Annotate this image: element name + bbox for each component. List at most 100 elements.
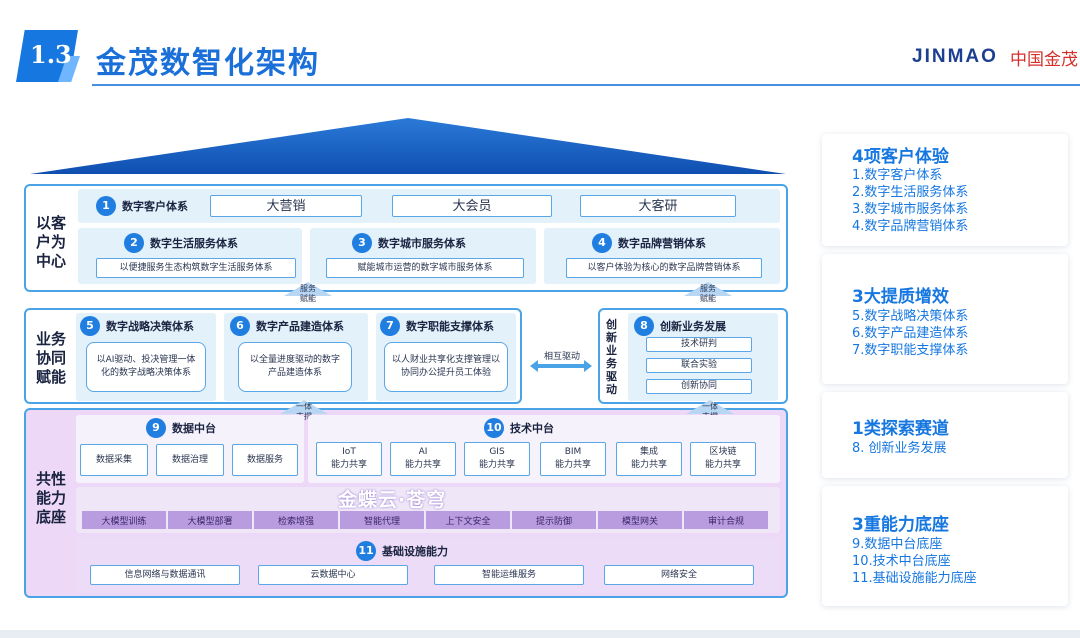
mutual-drive-arrow-icon — [530, 360, 592, 372]
panel-9-title-text: 数据中台 — [172, 422, 216, 435]
panel-4-title: 4 数字品牌营销体系 — [592, 233, 706, 253]
tech-capability-sub: 能力共享 — [554, 460, 591, 470]
tech-capability-sub: 能力共享 — [630, 460, 667, 470]
panel-4-title-text: 数字品牌营销体系 — [618, 237, 706, 250]
arrow-text: 服务 — [300, 284, 316, 293]
panel-7-title: 7 数字职能支撑体系 — [380, 316, 494, 336]
jinmao-logo-cn: 中国金茂 — [1010, 50, 1078, 70]
panel-9-title: 9 数据中台 — [146, 418, 216, 438]
number-badge: 4 — [592, 233, 612, 253]
customer-item-2: 大会员 — [392, 195, 552, 217]
summary-line: 11.基础设施能力底座 — [852, 571, 977, 586]
ai-capability-item: 大模型训练 — [82, 511, 166, 529]
innovation-tier-label: 创新业务驱动 — [606, 318, 617, 396]
tech-capability-sub: 能力共享 — [478, 460, 515, 470]
panel-7-desc: 以人财业共享化支撑管理以协同办公提升员工体验 — [384, 342, 508, 392]
number-badge: 11 — [356, 541, 376, 561]
panel-3-title: 3 数字城市服务体系 — [352, 233, 466, 253]
ai-capability-item: 检索增强 — [254, 511, 338, 529]
panel-10-title: 10 技术中台 — [484, 418, 554, 438]
summary-card-title: 1类探索赛道 — [852, 419, 949, 439]
mutual-drive-label: 相互驱动 — [543, 352, 580, 362]
summary-card-title: 3大提质增效 — [852, 287, 949, 307]
support-arrow-left: 一体支撑 — [280, 400, 328, 424]
customer-tier-label: 以客户为中心 — [35, 214, 66, 270]
panel-6-title: 6 数字产品建造体系 — [230, 316, 344, 336]
summary-line: 6.数字产品建造体系 — [852, 326, 969, 341]
summary-card-title: 4项客户体验 — [852, 147, 949, 167]
page-title: 金茂数智化架构 — [96, 46, 320, 81]
tech-capability-name: 集成 — [639, 447, 658, 457]
panel-5-desc: 以AI驱动、投决管理一体化的数字战略决策体系 — [86, 342, 206, 392]
panel-11-title: 11 基础设施能力 — [356, 541, 448, 561]
tech-capability-name: IoT — [342, 447, 356, 457]
panel-2-title-text: 数字生活服务体系 — [150, 237, 238, 250]
summary-card-4: 3重能力底座 9.数据中台底座 10.技术中台底座 11.基础设施能力底座 — [822, 486, 1068, 606]
panel-5-title: 5 数字战略决策体系 — [80, 316, 194, 336]
panel-7-title-text: 数字职能支撑体系 — [406, 320, 494, 333]
ai-capability-item: 提示防御 — [512, 511, 596, 529]
number-badge: 10 — [484, 418, 504, 438]
number-badge: 3 — [352, 233, 372, 253]
summary-line: 5.数字战略决策体系 — [852, 309, 969, 324]
customer-item-1: 大营销 — [210, 195, 362, 217]
tech-capability-name: 区块链 — [709, 447, 737, 457]
service-arrow-left: 服务赋能 — [284, 282, 332, 306]
summary-line: 3.数字城市服务体系 — [852, 202, 969, 217]
panel-3-desc: 赋能城市运营的数字城市服务体系 — [326, 258, 524, 278]
summary-card-2: 3大提质增效 5.数字战略决策体系 6.数字产品建造体系 7.数字职能支撑体系 — [822, 254, 1068, 384]
panel-4-desc: 以客户体验为核心的数字品牌营销体系 — [566, 258, 762, 278]
number-badge: 8 — [634, 316, 654, 336]
ai-capability-item: 审计合规 — [684, 511, 768, 529]
tech-capability-name: GIS — [489, 447, 505, 457]
ai-capability-item: 智能代理 — [340, 511, 424, 529]
data-item-3: 数据服务 — [232, 444, 298, 476]
arrow-text: 赋能 — [700, 294, 716, 303]
summary-card-3: 1类探索赛道 8. 创新业务发展 — [822, 392, 1068, 478]
arrow-text: 一体 — [296, 402, 312, 411]
tech-capability-item: AI 能力共享 — [390, 442, 456, 476]
tech-capability-item: 区块链能力共享 — [690, 442, 756, 476]
tech-capability-item: 集成能力共享 — [616, 442, 682, 476]
innovation-item-3: 创新协同 — [646, 379, 752, 394]
infra-item-1: 信息网络与数据通讯 — [90, 565, 240, 585]
foundation-tier-label: 共性能力底座 — [35, 470, 66, 526]
number-badge: 7 — [380, 316, 400, 336]
innovation-item-1: 技术研判 — [646, 337, 752, 352]
tech-capability-sub: 能力共享 — [404, 460, 441, 470]
innovation-item-2: 联合实验 — [646, 358, 752, 373]
panel-6-desc: 以全量进度驱动的数字产品建造体系 — [238, 342, 352, 392]
infra-item-2: 云数据中心 — [258, 565, 408, 585]
panel-1-title-text: 数字客户体系 — [122, 200, 188, 213]
ai-platform-name: 金蝶云·苍穹 — [338, 489, 447, 511]
section-number: 1.3 — [30, 40, 72, 69]
summary-line: 10.技术中台底座 — [852, 554, 951, 569]
panel-2-title: 2 数字生活服务体系 — [124, 233, 238, 253]
tech-capability-name: AI — [418, 447, 428, 457]
tech-capability-item: GIS 能力共享 — [464, 442, 530, 476]
panel-2-desc: 以便捷服务生态构筑数字生活服务体系 — [96, 258, 296, 278]
summary-card-title: 3重能力底座 — [852, 515, 949, 535]
summary-line: 9.数据中台底座 — [852, 537, 943, 552]
number-badge: 2 — [124, 233, 144, 253]
number-badge: 5 — [80, 316, 100, 336]
service-arrow-right: 服务赋能 — [684, 282, 732, 306]
panel-5-title-text: 数字战略决策体系 — [106, 320, 194, 333]
summary-line: 1.数字客户体系 — [852, 168, 943, 183]
roof-triangle — [30, 118, 786, 174]
arrow-text: 赋能 — [300, 294, 316, 303]
summary-card-1: 4项客户体验 1.数字客户体系 2.数字生活服务体系 3.数字城市服务体系 4.… — [822, 134, 1068, 246]
panel-11-title-text: 基础设施能力 — [382, 545, 448, 558]
arrow-text: 支撑 — [296, 412, 312, 421]
tech-capability-sub: 能力共享 — [704, 460, 741, 470]
business-tier-label: 业务协同赋能 — [35, 330, 66, 386]
arrow-text: 服务 — [700, 284, 716, 293]
jinmao-logo: JINMAO — [912, 46, 998, 67]
summary-line: 8. 创新业务发展 — [852, 441, 947, 456]
number-badge: 9 — [146, 418, 166, 438]
panel-6-title-text: 数字产品建造体系 — [256, 320, 344, 333]
data-item-1: 数据采集 — [80, 444, 148, 476]
bottom-strip — [0, 630, 1080, 638]
title-underline — [92, 84, 1080, 86]
